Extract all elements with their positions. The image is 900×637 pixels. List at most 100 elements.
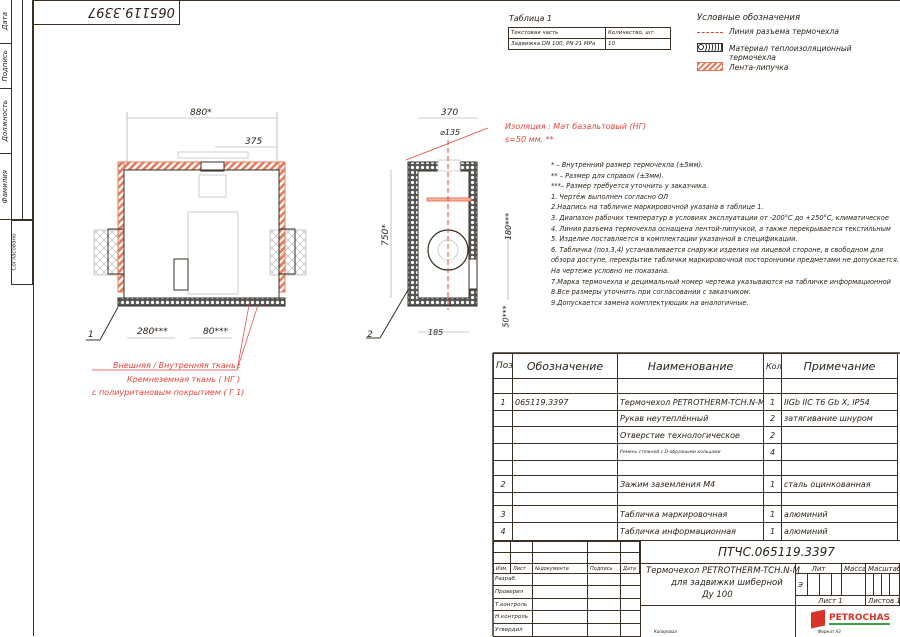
side-view xyxy=(366,117,509,339)
spec-cell xyxy=(493,378,513,394)
spec-cell xyxy=(781,492,898,506)
spec-header-pos: Поз. xyxy=(493,353,513,379)
note-line: 5. Изделие поставляется в комплектации у… xyxy=(551,235,798,244)
stamp-col-header: Дата xyxy=(620,563,640,574)
spec-row xyxy=(493,378,898,394)
stamp-row: Разраб. xyxy=(493,573,640,586)
stamp-col-header: Изм. xyxy=(493,563,511,574)
dim-375: 375 xyxy=(245,137,263,147)
side-stamp: Дата Подпись Должность Фамилия xyxy=(0,0,33,220)
note-line: 1. Чертёж выполнен согласно ОЛ xyxy=(551,192,669,201)
spec-cell xyxy=(512,492,618,506)
spec-header-qty: Кол. xyxy=(763,353,782,379)
insulation-hatch-icon xyxy=(697,43,723,52)
spec-cell xyxy=(493,410,513,427)
dim-80: 80*** xyxy=(203,327,228,337)
stamp-row: Н.контроль xyxy=(493,611,640,625)
spec-cell: 1 xyxy=(763,505,782,523)
spec-cell: Отверстие технологическое xyxy=(617,426,764,444)
spec-cell: Рукав неутеплённый xyxy=(617,410,764,427)
note-line: * – Внутренний размер термочехла (±5мм). xyxy=(551,161,704,169)
insulation-thickness: s=50 мм. ** xyxy=(505,135,554,144)
spec-cell xyxy=(617,460,764,476)
spec-cell xyxy=(781,460,898,476)
footer-format: Формат А3 xyxy=(818,629,841,634)
spec-cell xyxy=(493,460,513,476)
spec-cell: затягивание шнуром xyxy=(781,410,898,427)
velcro-hatch-icon xyxy=(697,62,723,71)
stamp-role: Проверил xyxy=(495,588,524,595)
doc-title-2: для задвижки шиберной xyxy=(671,578,783,588)
sheet-number: Лист 1 xyxy=(794,595,867,606)
note-line: ** – Размер для справок (±3мм). xyxy=(551,171,664,180)
table1-title: Таблица 1 xyxy=(509,14,553,23)
note-line: 6. Табличка (поз.3,4) устанавливается сн… xyxy=(551,245,884,254)
dim-50: 50*** xyxy=(501,305,511,328)
stamp-row: Утвердил xyxy=(493,624,640,637)
spec-row xyxy=(493,460,898,476)
spec-cell: 3 xyxy=(493,505,513,523)
note-line: На чертеже условно не показана. xyxy=(551,266,670,275)
dim-370: 370 xyxy=(441,108,459,118)
spec-cell: 4 xyxy=(763,443,782,461)
spec-cell xyxy=(512,505,618,523)
spec-cell: 1 xyxy=(763,475,782,493)
spec-cell xyxy=(493,426,513,444)
stamp-col-header: Подпись xyxy=(587,563,621,574)
note-line: 7.Марка термочехла и децимальный номер ч… xyxy=(551,277,891,286)
spec-row xyxy=(493,492,898,506)
spec-cell xyxy=(493,443,513,461)
spec-cell xyxy=(512,443,618,461)
spec-cell xyxy=(763,492,782,506)
insulation-note: Изоляция : Мат базальтовый (НГ) xyxy=(505,122,647,131)
spec-cell xyxy=(781,443,898,461)
spec-cell xyxy=(512,378,618,394)
petrochas-logo: PETROCHAS xyxy=(811,609,891,629)
doc-title-1: Термочехол PETROTHERM-TCH.N-M xyxy=(646,566,800,576)
approved-stamp: Согласовано xyxy=(11,220,33,285)
spec-cell xyxy=(512,522,618,541)
dim-750: 750* xyxy=(380,224,391,246)
legend-item: Материал теплоизоляционный термочехла xyxy=(729,44,852,62)
spec-cell: Зажим заземления М4 xyxy=(617,475,764,493)
stamp-role: Утвердил xyxy=(495,627,523,634)
spec-cell: Ремень стяжной с D-образными кольцами xyxy=(617,443,764,461)
callout-2: 2 xyxy=(367,330,373,340)
spec-cell: 065119.3397 xyxy=(512,393,618,411)
drawing-frame xyxy=(33,0,900,636)
footer-copied: Копировал xyxy=(654,629,677,634)
stamp-role: Т.контроль xyxy=(495,601,528,608)
notes: * – Внутренний размер термочехла (±5мм).… xyxy=(551,160,899,308)
lit-label: Лит xyxy=(794,563,843,574)
spec-cell: 2 xyxy=(493,475,513,493)
spec-cell: 1 xyxy=(763,522,782,541)
spec-cell xyxy=(763,378,782,394)
spec-header-name: Наименование xyxy=(617,353,764,379)
spec-cell: 4 xyxy=(493,522,513,541)
spec-cell: Табличка информационная xyxy=(617,522,764,541)
stamp-role: Разраб. xyxy=(495,576,517,582)
note-line: 9.Допускается замена комплектующих на ан… xyxy=(551,298,749,307)
table1-cell: 10 xyxy=(605,38,671,50)
dim-185: 185 xyxy=(428,328,444,337)
note-line: 3. Диапазон рабочих температур в условия… xyxy=(551,213,889,222)
logo-text: PETROCHAS xyxy=(829,613,891,625)
stamp-row: Проверил xyxy=(493,585,640,599)
legend-item: Лента-липучка xyxy=(729,63,789,72)
note-line: обзора доступе, перекрытие таблички марк… xyxy=(551,256,899,265)
note-line: 8.Все размеры уточнить при согласовании … xyxy=(551,288,751,297)
dim-880: 880* xyxy=(190,108,212,118)
spec-cell: 2 xyxy=(763,426,782,444)
lit-value: Э xyxy=(795,573,808,596)
spec-cell: алюминий xyxy=(781,505,898,523)
spec-cell xyxy=(781,378,898,394)
